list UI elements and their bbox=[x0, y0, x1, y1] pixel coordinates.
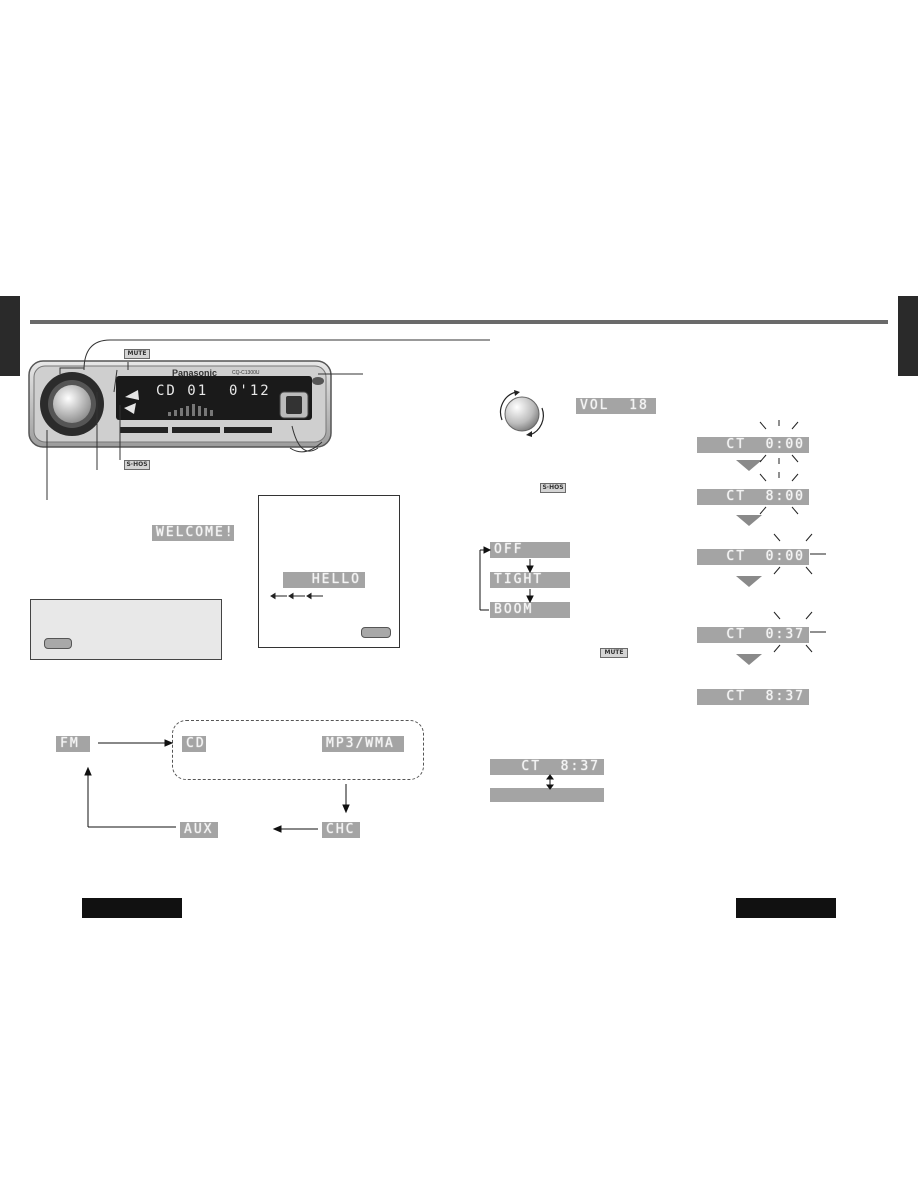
rotary-knob-icon bbox=[499, 390, 544, 437]
volume-display: VOL 18 bbox=[576, 398, 656, 414]
welcome-display: WELCOME! bbox=[152, 525, 234, 541]
clock-step-1: CT 0:00 bbox=[697, 437, 809, 453]
bass-mode-boom: BOOM bbox=[490, 602, 570, 618]
step-arrow-2 bbox=[736, 515, 762, 526]
source-group-dashed bbox=[172, 720, 424, 780]
bass-mode-arrows bbox=[479, 546, 534, 611]
mute-tag: MUTE bbox=[124, 349, 150, 359]
info-box-left-button[interactable] bbox=[44, 638, 72, 649]
shos-tag-2: S·HOS bbox=[540, 483, 566, 493]
source-chc: CHC bbox=[322, 822, 360, 838]
source-mp3-wma: MP3/WMA bbox=[322, 736, 404, 752]
clock-toggle-display: CT 8:37 bbox=[490, 759, 604, 775]
bass-mode-tight: TIGHT bbox=[490, 572, 570, 588]
clock-step-4: CT 0:37 bbox=[697, 627, 809, 643]
footer-bar-right bbox=[736, 898, 836, 918]
step-arrow-3 bbox=[736, 576, 762, 587]
header-rule bbox=[30, 320, 888, 324]
clock-toggle-arrow bbox=[546, 774, 554, 790]
source-aux: AUX bbox=[180, 822, 218, 838]
faceplate-drawing bbox=[28, 360, 332, 448]
right-edge-tab bbox=[898, 296, 918, 376]
device-leader-lines bbox=[46, 339, 490, 500]
hello-box: HELLO bbox=[258, 495, 400, 648]
brand-label: Panasonic bbox=[172, 368, 218, 378]
mute-tag-2: MUTE bbox=[600, 648, 628, 658]
step-arrow-1 bbox=[736, 460, 762, 471]
info-box-left bbox=[30, 599, 222, 660]
hello-box-button[interactable] bbox=[361, 627, 391, 638]
blink-rays-icon bbox=[759, 420, 826, 653]
model-label: CQ-C1300U bbox=[232, 370, 260, 376]
scroll-left-arrows-icon bbox=[270, 592, 323, 600]
left-edge-tab bbox=[0, 296, 20, 376]
footer-bar-left bbox=[82, 898, 182, 918]
step-arrow-4 bbox=[736, 654, 762, 665]
clock-step-3: CT 0:00 bbox=[697, 549, 809, 565]
clock-step-5: CT 8:37 bbox=[697, 689, 809, 705]
car-stereo-faceplate: Panasonic CQ-C1300U CD 01 0'12 bbox=[28, 360, 332, 448]
source-flow-arrows bbox=[84, 739, 350, 833]
clock-toggle-blank bbox=[490, 788, 604, 802]
shos-tag: S·HOS bbox=[124, 460, 150, 470]
source-cd: CD bbox=[182, 736, 206, 752]
hello-display: HELLO bbox=[283, 572, 365, 588]
bass-mode-off: OFF bbox=[490, 542, 570, 558]
clock-step-2: CT 8:00 bbox=[697, 489, 809, 505]
device-display-text: CD 01 0'12 bbox=[156, 383, 271, 399]
source-fm: FM bbox=[56, 736, 90, 752]
